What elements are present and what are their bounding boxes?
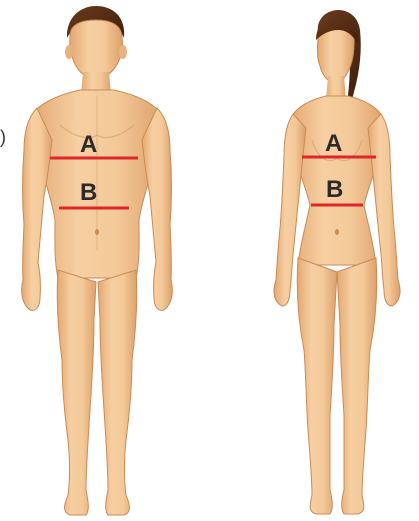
male-leg-right bbox=[98, 270, 137, 515]
male-navel bbox=[95, 229, 99, 235]
female-leg-left bbox=[297, 258, 337, 514]
female-label-a: A bbox=[325, 130, 342, 157]
male-leg-left bbox=[57, 270, 96, 515]
female-leg-right bbox=[337, 258, 377, 514]
male-arm-left bbox=[22, 108, 52, 310]
male-label-b: B bbox=[80, 179, 97, 206]
male-ear-left bbox=[65, 45, 73, 59]
edge-fragment-text: ) bbox=[0, 127, 6, 147]
male-figure: A B bbox=[22, 6, 173, 515]
female-label-b: B bbox=[326, 176, 343, 203]
male-ear-right bbox=[119, 45, 127, 59]
male-label-a: A bbox=[80, 131, 97, 158]
female-navel bbox=[335, 229, 339, 235]
male-arm-right bbox=[142, 108, 172, 310]
female-figure: A B bbox=[274, 10, 400, 514]
male-head bbox=[70, 20, 123, 78]
